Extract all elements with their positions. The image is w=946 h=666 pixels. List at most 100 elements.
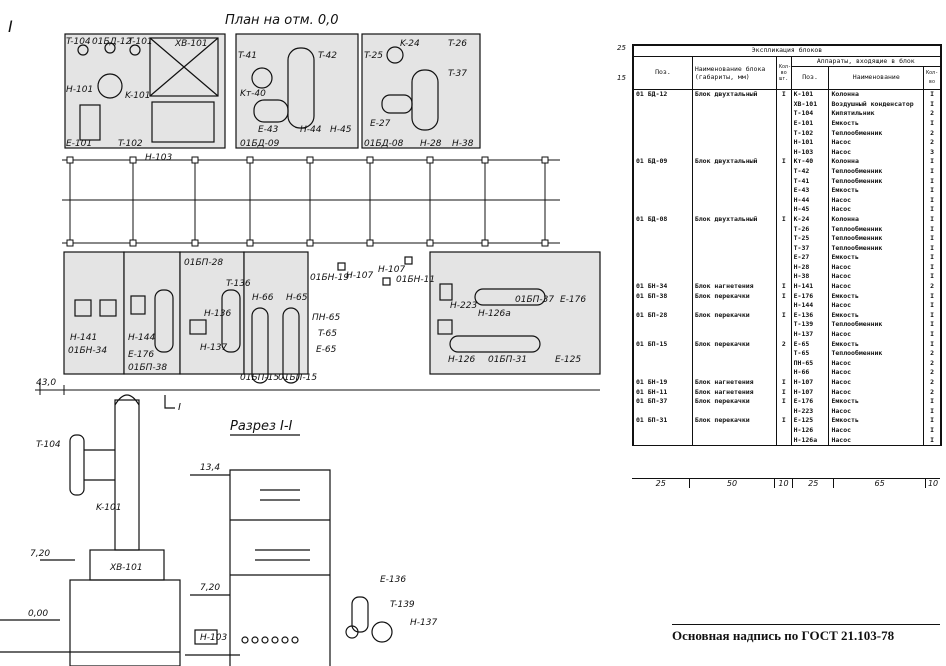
block-qty <box>775 109 792 119</box>
apparatus-name: Колонна <box>828 214 925 225</box>
dimension-line <box>35 380 600 395</box>
block-qty <box>775 224 792 235</box>
block-qty <box>775 128 792 139</box>
block-pos <box>633 166 693 177</box>
block-name <box>691 128 777 139</box>
apparatus-name: Колонна <box>828 157 925 167</box>
apparatus-pos: Н-44 <box>790 195 830 206</box>
apparatus-pos: Е-176 <box>790 291 830 302</box>
label-e125: E-125 <box>555 355 581 365</box>
label-h141: H-141 <box>70 333 97 343</box>
section-mark-corner: I <box>8 17 13 36</box>
label-h101: H-101 <box>66 85 93 95</box>
block-pos <box>633 358 693 369</box>
elev-7-20-b: 7,20 <box>200 583 220 593</box>
col-dim: 10 <box>927 479 939 488</box>
block-name <box>691 138 777 148</box>
apparatus-pos: ХВ-101 <box>790 99 830 110</box>
block-bp37-bp31 <box>429 251 601 375</box>
apparatus-name: Теплообменник <box>828 128 925 139</box>
block-pos <box>633 272 693 283</box>
apparatus-pos: Е-136 <box>790 310 830 321</box>
sec-label-t104: T-104 <box>36 440 61 450</box>
block-pos <box>633 253 693 263</box>
apparatus-name: Емкость <box>828 397 925 407</box>
col-dim: 50 <box>690 479 775 488</box>
block-name: Блок перекачки <box>691 310 777 321</box>
apparatus-name: Насос <box>828 138 925 148</box>
block-qty <box>775 118 792 129</box>
apparatus-name: Теплообменник <box>828 166 925 177</box>
block-bd12 <box>64 33 226 149</box>
block-bp15 <box>243 251 309 375</box>
apparatus-pos: Т-102 <box>790 128 830 139</box>
apparatus-name: Насос <box>828 435 925 446</box>
section-view: Разрез I-I T-104 K-101 XB-101 H-103 E-13… <box>0 394 437 666</box>
apparatus-qty: 3 <box>923 147 941 158</box>
column-dimensions: 25 50 10 25 65 10 <box>632 478 940 488</box>
block-pos: 01 БП-37 <box>633 397 693 407</box>
apparatus-qty: I <box>923 195 941 206</box>
apparatus-pos: Т-26 <box>790 224 830 235</box>
block-pos <box>633 406 693 417</box>
apparatus-qty: I <box>923 224 941 235</box>
apparatus-pos: Н-141 <box>790 282 830 292</box>
block-qty <box>775 195 792 206</box>
block-name <box>691 186 777 196</box>
block-name <box>691 272 777 283</box>
block-pos <box>633 195 693 206</box>
col-dim: 65 <box>834 479 927 488</box>
col-dim: 25 <box>632 479 691 488</box>
elev-13-4: 13,4 <box>200 463 220 473</box>
block-qty: I <box>775 282 792 292</box>
block-qty <box>775 234 792 244</box>
column-grid <box>62 156 560 247</box>
block-pos <box>633 320 693 331</box>
apparatus-name: Насос <box>828 406 925 417</box>
apparatus-pos: Н-103 <box>790 147 830 158</box>
block-name: Блок перекачки <box>691 291 777 302</box>
apparatus-pos: Т-41 <box>790 176 830 187</box>
apparatus-qty: I <box>923 166 941 177</box>
block-name: Блок двухтальный <box>691 157 777 167</box>
block-qty: I <box>775 291 792 302</box>
apparatus-pos: Н-45 <box>790 205 830 215</box>
block-name <box>691 368 777 378</box>
label-k101: K-101 <box>125 91 150 101</box>
apparatus-pos: Т-104 <box>790 109 830 119</box>
label-h107a: H-107 <box>346 271 373 281</box>
apparatus-name: Насос <box>828 262 925 273</box>
block-name <box>691 358 777 369</box>
apparatus-qty: I <box>923 262 941 273</box>
block-bd09 <box>235 33 359 149</box>
apparatus-pos: Н-144 <box>790 301 830 311</box>
block-qty <box>775 253 792 263</box>
label-t104: T-104 <box>66 37 91 47</box>
apparatus-qty: I <box>923 99 941 110</box>
label-kt40: Kт-40 <box>240 89 266 99</box>
block-qty <box>775 425 792 436</box>
block-pos <box>633 118 693 129</box>
label-h28: H-28 <box>420 139 442 149</box>
sec-label-h103: H-103 <box>200 633 227 643</box>
block-qty <box>775 435 792 446</box>
block-qty <box>775 330 792 340</box>
label-h38: H-38 <box>452 139 474 149</box>
plan-title: План на отм. 0,0 <box>225 13 339 28</box>
label-e176a: E-176 <box>128 350 154 360</box>
apparatus-name: Теплообменник <box>828 234 925 244</box>
apparatus-name: Емкость <box>828 416 925 426</box>
apparatus-qty: I <box>923 118 941 129</box>
label-bp15a: 01БП-15 <box>240 373 279 383</box>
apparatus-qty: I <box>923 253 941 263</box>
